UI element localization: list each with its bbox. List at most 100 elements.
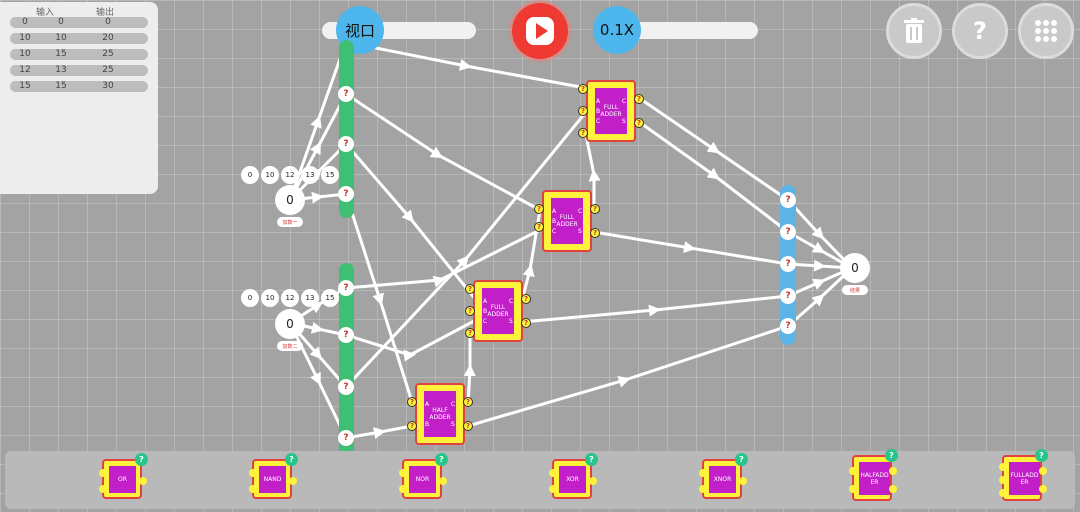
- tool-help-badge[interactable]: ?: [435, 453, 448, 466]
- gate-input-pin[interactable]: ?: [407, 397, 417, 407]
- input-1-choice[interactable]: 12: [281, 166, 299, 184]
- tool-help-badge[interactable]: ?: [285, 453, 298, 466]
- menu-button[interactable]: [1018, 3, 1074, 59]
- bus-pin[interactable]: ?: [338, 280, 354, 296]
- tool-pin: [589, 477, 597, 485]
- gate-output-pin[interactable]: ?: [463, 397, 473, 407]
- tool-pin: [99, 469, 107, 477]
- gate-input-pin[interactable]: ?: [578, 106, 588, 116]
- speed-slider-track[interactable]: [604, 22, 758, 39]
- truth-table-row: 15 15 30: [10, 81, 148, 92]
- tool-label: XOR: [566, 476, 579, 483]
- play-button[interactable]: [512, 3, 568, 59]
- gate-output-pin[interactable]: ?: [463, 421, 473, 431]
- input-1-choice[interactable]: 10: [261, 166, 279, 184]
- gate-input-pin[interactable]: ?: [578, 128, 588, 138]
- gate-output-pin[interactable]: ?: [590, 204, 600, 214]
- delete-button[interactable]: [886, 3, 942, 59]
- tool-help-badge[interactable]: ?: [1035, 449, 1048, 462]
- pin-mark: ?: [580, 129, 586, 137]
- input-2-choice[interactable]: 0: [241, 289, 259, 307]
- full-adder-gate[interactable]: FULL ADDER A B C C S ? ? ? ? ?: [578, 80, 644, 142]
- tool-or-gate[interactable]: OR ?: [99, 453, 148, 499]
- pin-label: B: [552, 218, 557, 225]
- wire: [344, 40, 588, 90]
- input-2-choice[interactable]: 10: [261, 289, 279, 307]
- tool-help-badge[interactable]: ?: [885, 449, 898, 462]
- pin-label: C: [578, 208, 583, 215]
- tool-help-badge[interactable]: ?: [585, 453, 598, 466]
- wire: [344, 192, 414, 404]
- gate-input-pin[interactable]: ?: [465, 284, 475, 294]
- tool-body: NAND: [259, 466, 286, 493]
- pin-label: C: [509, 298, 514, 305]
- gate-output-pin[interactable]: ?: [521, 294, 531, 304]
- input-1-choice[interactable]: 0: [241, 166, 259, 184]
- tool-half-adder[interactable]: HALFADDER ?: [849, 449, 898, 501]
- output-bus-pin[interactable]: ?: [780, 192, 796, 208]
- help-button[interactable]: ?: [952, 3, 1008, 59]
- output-bus-pin[interactable]: ?: [780, 224, 796, 240]
- full-adder-gate[interactable]: FULL ADDER A B C C S ? ? ? ? ?: [465, 280, 531, 342]
- output-bus-pin[interactable]: ?: [780, 288, 796, 304]
- gate-output-pin[interactable]: ?: [521, 318, 531, 328]
- bus-pin[interactable]: ?: [338, 430, 354, 446]
- pin-mark: ?: [785, 321, 791, 331]
- gate-output-pin[interactable]: ?: [634, 118, 644, 128]
- tool-pin: [889, 485, 897, 493]
- cell-a: 12: [19, 65, 31, 75]
- input-bus-2[interactable]: [339, 263, 354, 463]
- input-1-node[interactable]: 0: [275, 185, 305, 215]
- gate-input-pin[interactable]: ?: [534, 204, 544, 214]
- gate-input-pin[interactable]: ?: [465, 306, 475, 316]
- gate-input-pin[interactable]: ?: [465, 328, 475, 338]
- input-2-choice[interactable]: 12: [281, 289, 299, 307]
- pin-label: C: [451, 401, 456, 408]
- tool-help-badge[interactable]: ?: [735, 453, 748, 466]
- tool-pin: [549, 469, 557, 477]
- tool-help-badge[interactable]: ?: [135, 453, 148, 466]
- gate-output-pin[interactable]: ?: [634, 94, 644, 104]
- input-2-choice[interactable]: 13: [301, 289, 319, 307]
- tool-label: OR: [118, 476, 127, 483]
- gate-output-pin[interactable]: ?: [590, 228, 600, 238]
- bus-pin[interactable]: ?: [338, 379, 354, 395]
- input-2-choice[interactable]: 15: [321, 289, 339, 307]
- gate-input-pin[interactable]: ?: [578, 84, 588, 94]
- output-bus-pin[interactable]: ?: [780, 318, 796, 334]
- gate-name: FULL ADDER: [487, 304, 509, 318]
- choice-label: 15: [325, 294, 335, 302]
- tool-xnor-gate[interactable]: XNOR ?: [699, 453, 748, 499]
- tool-full-adder[interactable]: FULLADDER ?: [999, 449, 1048, 501]
- bus-pin[interactable]: ?: [338, 86, 354, 102]
- tool-body: FULLADDER: [1009, 462, 1040, 495]
- half-adder-gate[interactable]: HALF ADDER A B C S ? ? ? ?: [407, 383, 473, 445]
- wire: [640, 98, 790, 202]
- full-adder-gate[interactable]: FULL ADDER A B C C S ? ? ? ?: [534, 190, 600, 252]
- tool-label: NOR: [415, 476, 430, 483]
- gate-input-pin[interactable]: ?: [407, 421, 417, 431]
- input-bus-1[interactable]: [339, 40, 354, 218]
- tool-nand-gate[interactable]: NAND ?: [249, 453, 298, 499]
- viewport-slider-knob[interactable]: 视口: [336, 6, 384, 54]
- input-2-node[interactable]: 0: [275, 309, 305, 339]
- tool-xor-gate[interactable]: XOR ?: [549, 453, 598, 499]
- speed-slider-knob[interactable]: 0.1X: [593, 6, 641, 54]
- tool-pin: [1039, 485, 1047, 493]
- tool-nor-gate[interactable]: NOR ?: [399, 453, 448, 499]
- cell-b: 15: [55, 49, 67, 59]
- wire: [640, 122, 790, 234]
- wire: [288, 92, 348, 202]
- output-bus-pin[interactable]: ?: [780, 256, 796, 272]
- pin-mark: ?: [343, 283, 349, 293]
- gate-input-pin[interactable]: ?: [534, 222, 544, 232]
- bus-pin[interactable]: ?: [338, 136, 354, 152]
- bus-pin[interactable]: ?: [338, 327, 354, 343]
- input-1-choice[interactable]: 15: [321, 166, 339, 184]
- wire: [584, 133, 601, 212]
- pin-label: B: [596, 108, 601, 115]
- bus-pin[interactable]: ?: [338, 186, 354, 202]
- output-node[interactable]: 0: [840, 253, 870, 283]
- wire: [288, 40, 348, 202]
- input-1-choice[interactable]: 13: [301, 166, 319, 184]
